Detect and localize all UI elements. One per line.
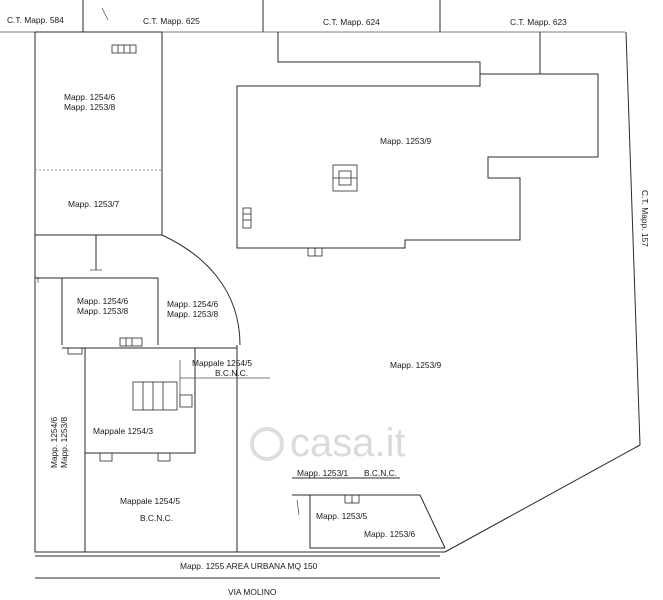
central-block [62,345,270,552]
label-p3-line1: Mapp. 1254/6 [77,296,129,306]
label-p2: Mapp. 1253/7 [68,199,120,209]
main-building [236,73,599,249]
label-street: VIA MOLINO [228,587,277,597]
label-p3-line2: Mapp. 1253/8 [77,306,129,316]
road-strip [35,555,440,579]
stair-main-bottom [307,247,323,257]
stair-main [332,164,358,192]
label-neighbor-623: C.T. Mapp. 623 [510,17,567,27]
stair-top-left [111,44,137,54]
label-mappale-3: Mappale 1254/3 [93,426,153,436]
label-1253-5: Mapp. 1253/5 [316,511,368,521]
label-road-area: Mapp. 1255 AREA URBANA MQ 150 [180,561,318,571]
stair-central-bottom-2 [157,452,171,462]
label-bottom-5: Mappale 1254/5 [120,496,180,506]
watermark: casa.it [250,421,406,465]
label-bottom-5-note: B.C.N.C. [140,513,173,523]
label-p4-line2: Mapp. 1253/8 [167,309,219,319]
label-vertical-line2: Mapp. 1253/8 [59,416,69,468]
label-p4-line1: Mapp. 1254/6 [167,299,219,309]
top-strip [277,32,599,157]
watermark-text: casa.it [290,421,406,465]
label-neighbor-157: C.T. Mapp. 157 [640,190,650,247]
label-p1-line2: Mapp. 1253/8 [64,102,116,112]
stair-central [132,381,193,411]
markers [37,7,109,283]
stair-central-bottom-1 [99,452,113,462]
label-mappale-5: Mappale 1254/5 [192,358,252,368]
label-mappale-5-note: B.C.N.C. [215,368,248,378]
stair-main-side [242,207,252,229]
left-parcels [35,31,241,346]
label-vertical-line1: Mapp. 1254/6 [49,416,59,468]
label-neighbor-625: C.T. Mapp. 625 [143,16,200,26]
label-courtyard: Mapp. 1253/9 [390,360,442,370]
label-1253-1-note: B.C.N.C. [364,468,397,478]
stair-left-parcel [119,337,143,347]
label-1253-6: Mapp. 1253/6 [364,529,416,539]
stair-bottom-right [344,494,360,504]
top-boundary-lines [0,0,625,33]
label-neighbor-624: C.T. Mapp. 624 [323,17,380,27]
bottom-right-building [292,477,446,549]
label-1253-1: Mapp. 1253/1 [297,468,349,478]
stair-left-small [67,347,83,355]
label-main-building: Mapp. 1253/9 [380,136,432,146]
label-p1-line1: Mapp. 1254/6 [64,92,116,102]
property-outline [34,31,641,553]
label-neighbor-584: C.T. Mapp. 584 [7,15,64,25]
